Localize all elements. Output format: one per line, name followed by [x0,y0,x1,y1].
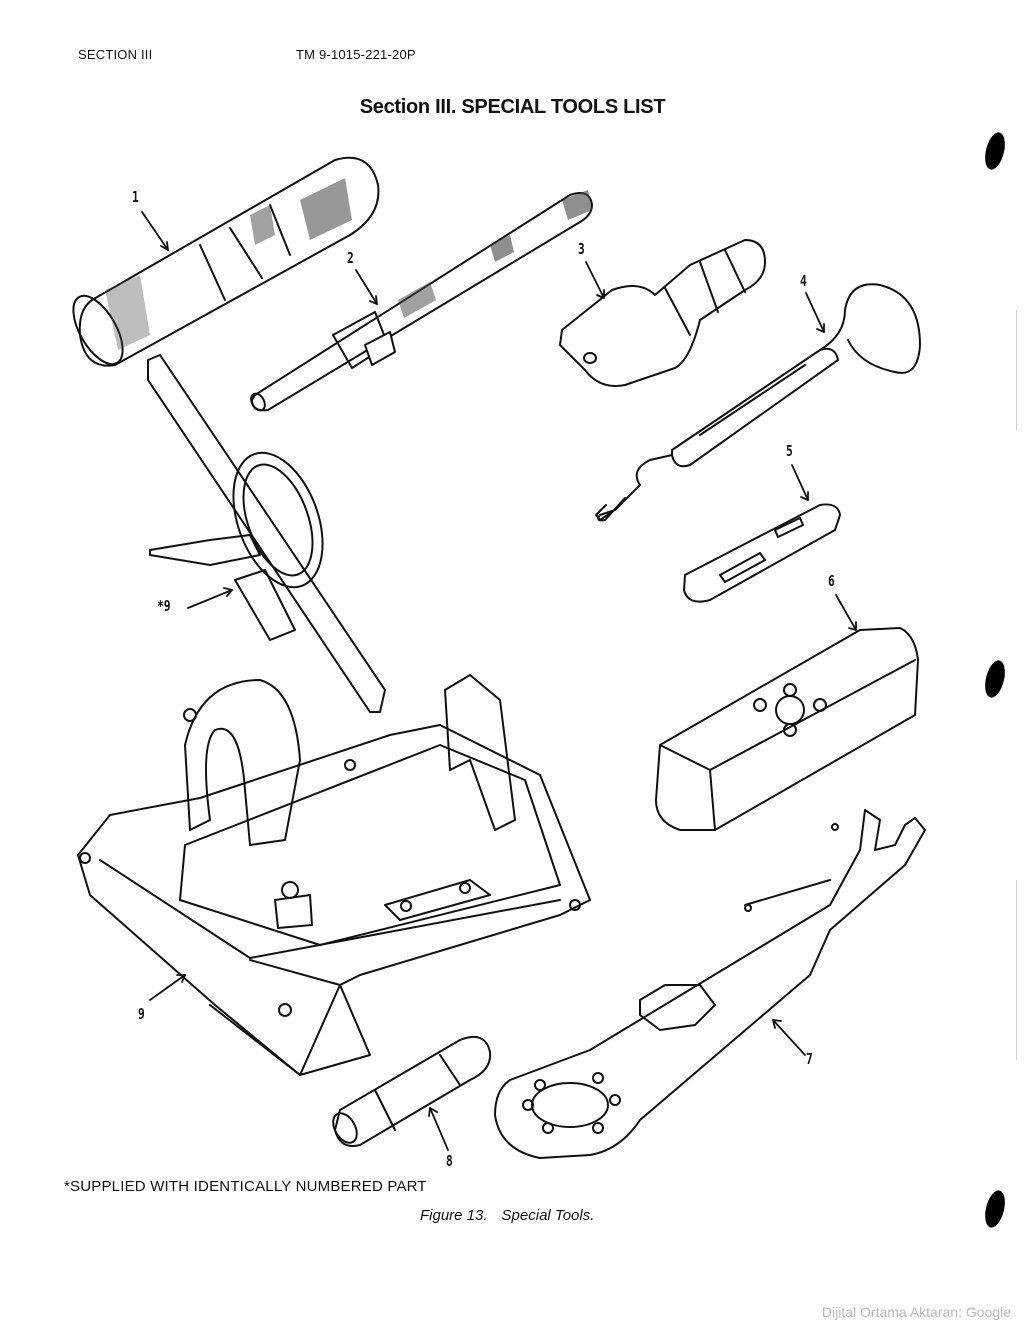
figure-footnote: *SUPPLIED WITH IDENTICALLY NUMBERED PART [64,1178,427,1195]
tool-9-base-plate [77,674,591,1076]
tool-9-holder-gear [147,354,386,713]
tool-7-wrench [494,809,926,1159]
callout-6: 6 [828,572,835,590]
tool-1-driver-handle [72,156,380,367]
tool-5-gauge-bar [683,503,841,603]
tool-6-block-fixture [655,627,919,831]
document-number: TM 9-1015-221-20P [296,47,416,62]
callout-9: 9 [138,1005,145,1023]
callout-5: 5 [786,442,793,460]
scan-edge-line [1016,310,1017,430]
figure-caption: Figure 13. Special Tools. [420,1207,608,1224]
tool-2-shaft-tool [250,190,593,412]
section-label: SECTION III [78,47,153,62]
figure-number: Figure 13. [420,1207,488,1224]
tool-4-spring-scale [595,283,921,522]
callout-4: 4 [800,272,807,290]
callout-7: 7 [806,1050,813,1068]
page-title: Section III. SPECIAL TOOLS LIST [359,96,666,118]
tool-3-adapter [559,239,766,387]
tool-8-pin [332,1036,492,1147]
callout-2: 2 [347,249,354,267]
callout-leaders [141,211,857,1151]
scan-edge-line [1016,880,1017,1060]
callout-star-9: *9 [157,597,171,615]
scan-watermark: Dijital Ortama Aktaran: Google [821,1304,1011,1320]
callout-3: 3 [578,240,585,258]
callout-8: 8 [446,1152,453,1170]
callout-1: 1 [132,188,139,206]
figure-caption-text: Special Tools. [501,1207,595,1224]
